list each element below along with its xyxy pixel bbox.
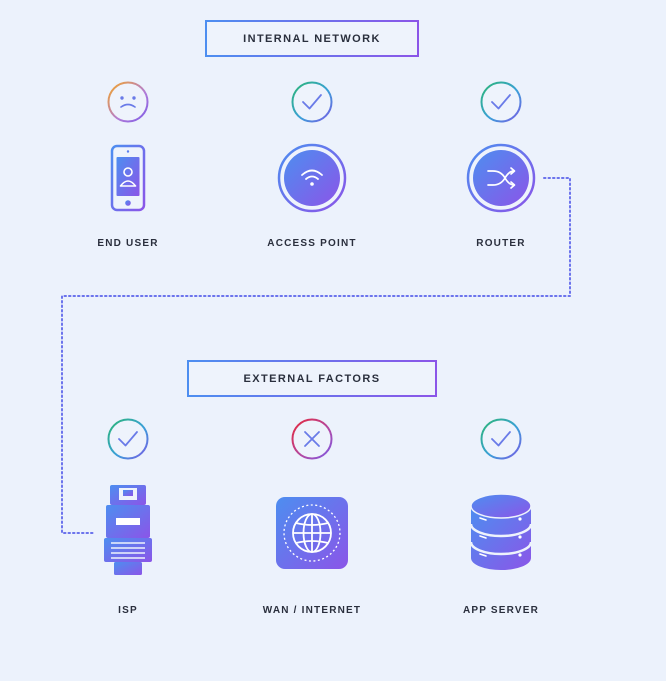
x-icon bbox=[304, 431, 320, 447]
section-title-text: INTERNAL NETWORK bbox=[243, 32, 381, 45]
node-label-isp: ISP bbox=[118, 605, 138, 616]
section-title-text: EXTERNAL FACTORS bbox=[243, 372, 381, 385]
check-icon bbox=[491, 94, 511, 110]
status-badge-app-server bbox=[480, 418, 522, 460]
smartphone-user-icon bbox=[110, 144, 146, 212]
node-label-end-user: END USER bbox=[97, 238, 159, 249]
database-server-icon bbox=[469, 493, 533, 570]
status-badge-end-user bbox=[107, 81, 149, 123]
section-title-external-factors: EXTERNAL FACTORS bbox=[187, 360, 437, 397]
node-label-router: ROUTER bbox=[476, 238, 526, 249]
globe-icon bbox=[276, 497, 348, 569]
status-badge-wan bbox=[291, 418, 333, 460]
router-shuffle-icon bbox=[466, 143, 536, 213]
check-icon bbox=[491, 431, 511, 447]
ethernet-plug-icon bbox=[104, 485, 152, 575]
node-label-access-point: ACCESS POINT bbox=[267, 238, 357, 249]
check-icon bbox=[118, 431, 138, 447]
status-badge-isp bbox=[107, 418, 149, 460]
connector-router-isp bbox=[61, 177, 571, 534]
section-title-internal-network: INTERNAL NETWORK bbox=[205, 20, 419, 57]
connectors bbox=[61, 177, 571, 534]
node-label-wan: WAN / INTERNET bbox=[262, 605, 362, 616]
check-icon bbox=[302, 94, 322, 110]
node-label-app-server: APP SERVER bbox=[462, 605, 540, 616]
status-badge-router bbox=[480, 81, 522, 123]
wifi-icon bbox=[277, 143, 347, 213]
sad-face-icon bbox=[120, 96, 136, 108]
status-badge-access-point bbox=[291, 81, 333, 123]
